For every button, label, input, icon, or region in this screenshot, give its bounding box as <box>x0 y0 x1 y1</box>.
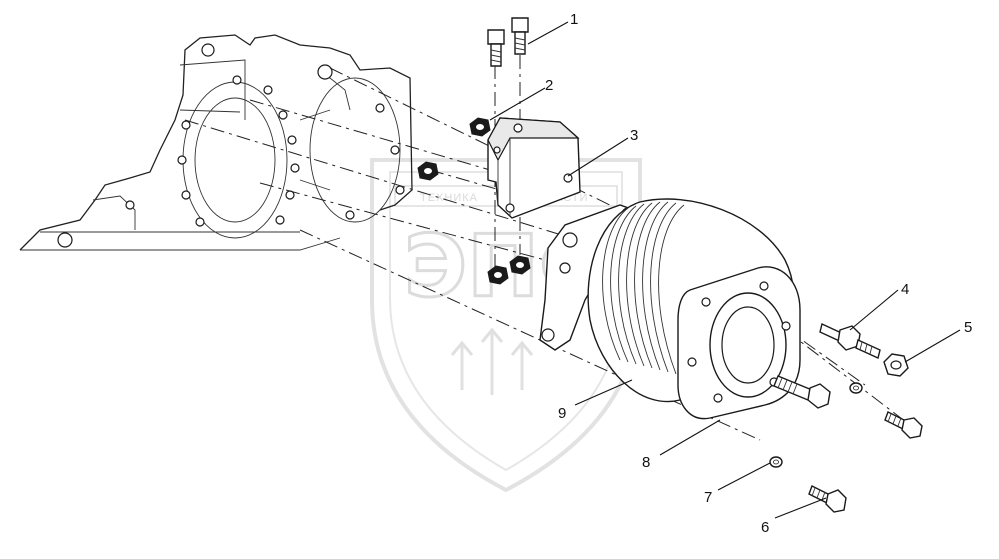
washer-right <box>849 382 863 394</box>
nut-part-2 <box>417 117 531 285</box>
callout-6: 6 <box>761 519 769 536</box>
watermark-arrows-icon <box>450 327 534 395</box>
bolt-right-lower <box>884 411 923 439</box>
watermark-text-left: ТЕХНИКА <box>420 192 478 204</box>
nut-part-5 <box>883 353 909 377</box>
callout-3: 3 <box>630 127 638 144</box>
bolt-part-6 <box>808 485 847 513</box>
callouts: 1 2 3 4 5 9 8 7 6 <box>545 11 972 536</box>
washer-part-7 <box>769 456 783 468</box>
engine-front-housing <box>19 34 413 251</box>
callout-2: 2 <box>545 77 553 94</box>
bolt-part-8 <box>773 375 831 409</box>
bolt-part-1 <box>487 17 529 67</box>
stud-part-4 <box>819 323 881 359</box>
callout-4: 4 <box>901 281 909 298</box>
callout-9: 9 <box>558 405 566 422</box>
callout-7: 7 <box>704 489 712 506</box>
callout-8: 8 <box>642 454 650 471</box>
pulley-part-9 <box>539 198 801 420</box>
callout-5: 5 <box>964 319 972 336</box>
leader-lines <box>489 21 961 519</box>
bracket-part-3 <box>487 117 581 219</box>
callout-1: 1 <box>570 11 578 28</box>
